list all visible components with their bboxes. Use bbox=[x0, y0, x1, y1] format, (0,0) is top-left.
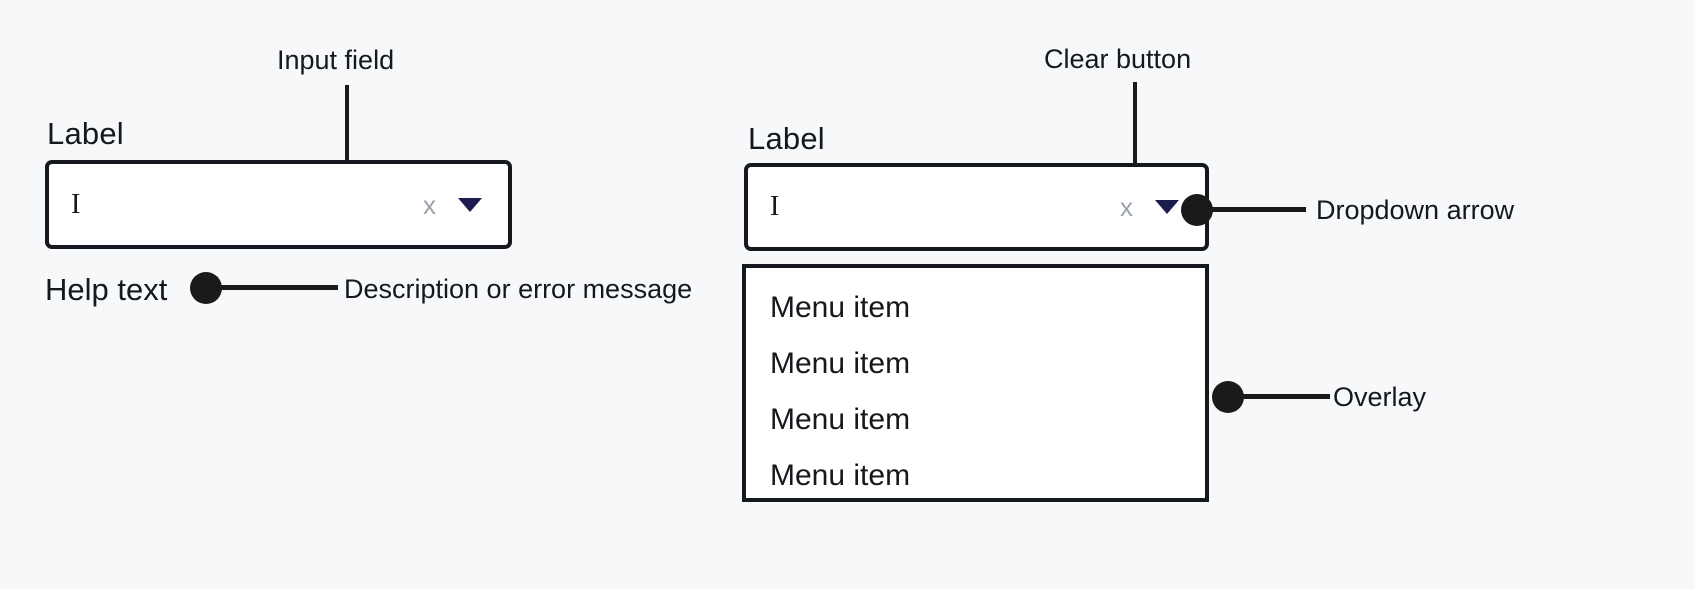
annotation-leader-description bbox=[218, 285, 338, 290]
clear-x-icon[interactable]: x bbox=[1120, 192, 1133, 222]
annotation-label-overlay: Overlay bbox=[1333, 382, 1427, 412]
menu-item[interactable]: Menu item bbox=[770, 403, 911, 436]
menu-item[interactable]: Menu item bbox=[770, 347, 911, 380]
dropdown-overlay-panel: Menu item Menu item Menu item Menu item bbox=[742, 264, 1209, 502]
right-field-label: Label bbox=[748, 121, 825, 156]
annotation-leader-overlay bbox=[1240, 394, 1330, 399]
annotation-label-clear-button: Clear button bbox=[1044, 44, 1192, 74]
left-field-label: Label bbox=[47, 116, 124, 151]
left-combobox-icons: x bbox=[423, 192, 508, 218]
annotation-leader-clear-button bbox=[1133, 82, 1137, 174]
annotation-dot-dropdown-arrow bbox=[1181, 194, 1213, 226]
chevron-down-icon[interactable] bbox=[1155, 200, 1179, 214]
annotation-dot-description bbox=[190, 272, 222, 304]
left-field-help-text: Help text bbox=[45, 272, 168, 307]
annotation-leader-input-field bbox=[345, 85, 349, 185]
annotation-leader-dropdown-arrow bbox=[1209, 207, 1306, 212]
right-combobox-icons: x bbox=[1120, 194, 1205, 220]
clear-x-icon[interactable]: x bbox=[423, 189, 436, 220]
menu-item[interactable]: Menu item bbox=[770, 291, 911, 324]
left-combobox-input[interactable]: I bbox=[71, 188, 81, 220]
left-combobox[interactable]: I x bbox=[45, 160, 512, 249]
right-combobox-input[interactable]: I bbox=[770, 191, 780, 222]
menu-item[interactable]: Menu item bbox=[770, 459, 911, 492]
annotation-label-dropdown-arrow: Dropdown arrow bbox=[1316, 195, 1515, 225]
annotation-label-input-field: Input field bbox=[277, 45, 395, 75]
annotation-dot-overlay bbox=[1212, 381, 1244, 413]
chevron-down-icon[interactable] bbox=[458, 197, 482, 212]
annotation-label-description: Description or error message bbox=[344, 274, 693, 304]
right-combobox[interactable]: I x bbox=[744, 163, 1209, 251]
